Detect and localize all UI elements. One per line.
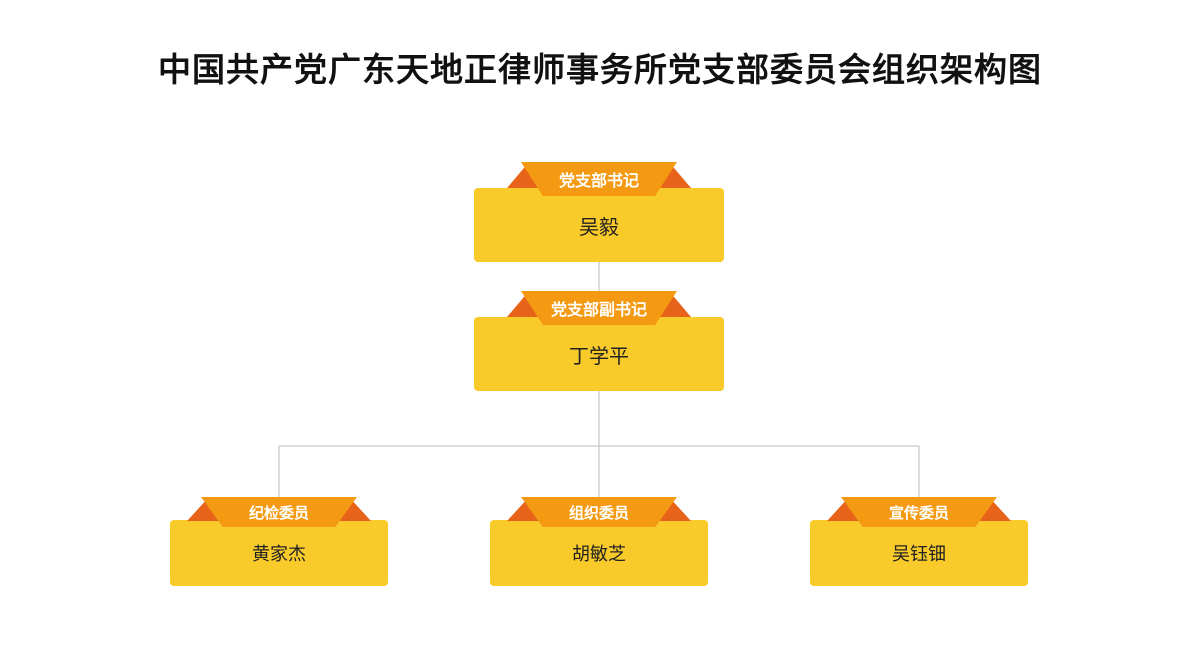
node-publicity: 吴钰钿 宣传委员 xyxy=(810,497,1028,586)
node-name: 吴毅 xyxy=(579,214,619,239)
node-organization: 胡敏芝 组织委员 xyxy=(490,497,708,586)
role-ribbon: 党支部副书记 xyxy=(507,291,691,325)
node-name: 胡敏芝 xyxy=(572,544,626,565)
node-role: 宣传委员 xyxy=(888,503,949,522)
node-role: 组织委员 xyxy=(568,503,629,522)
node-box: 黄家杰 xyxy=(170,520,388,586)
node-role: 纪检委员 xyxy=(248,503,309,522)
node-name: 吴钰钿 xyxy=(892,544,946,565)
role-ribbon: 组织委员 xyxy=(507,497,691,527)
node-box: 吴毅 xyxy=(474,188,724,262)
node-name: 黄家杰 xyxy=(252,544,306,565)
node-discipline: 黄家杰 纪检委员 xyxy=(170,497,388,586)
node-name: 丁学平 xyxy=(569,343,629,368)
role-ribbon: 党支部书记 xyxy=(507,162,691,196)
node-box: 胡敏芝 xyxy=(490,520,708,586)
node-secretary: 吴毅 党支部书记 xyxy=(474,162,724,262)
node-box: 丁学平 xyxy=(474,317,724,391)
role-ribbon: 宣传委员 xyxy=(827,497,1011,527)
role-ribbon: 纪检委员 xyxy=(187,497,371,527)
node-role: 党支部副书记 xyxy=(550,300,647,319)
node-role: 党支部书记 xyxy=(558,171,639,190)
node-box: 吴钰钿 xyxy=(810,520,1028,586)
chart-title: 中国共产党广东天地正律师事务所党支部委员会组织架构图 xyxy=(158,50,1042,89)
node-deputy: 丁学平 党支部副书记 xyxy=(474,291,724,391)
